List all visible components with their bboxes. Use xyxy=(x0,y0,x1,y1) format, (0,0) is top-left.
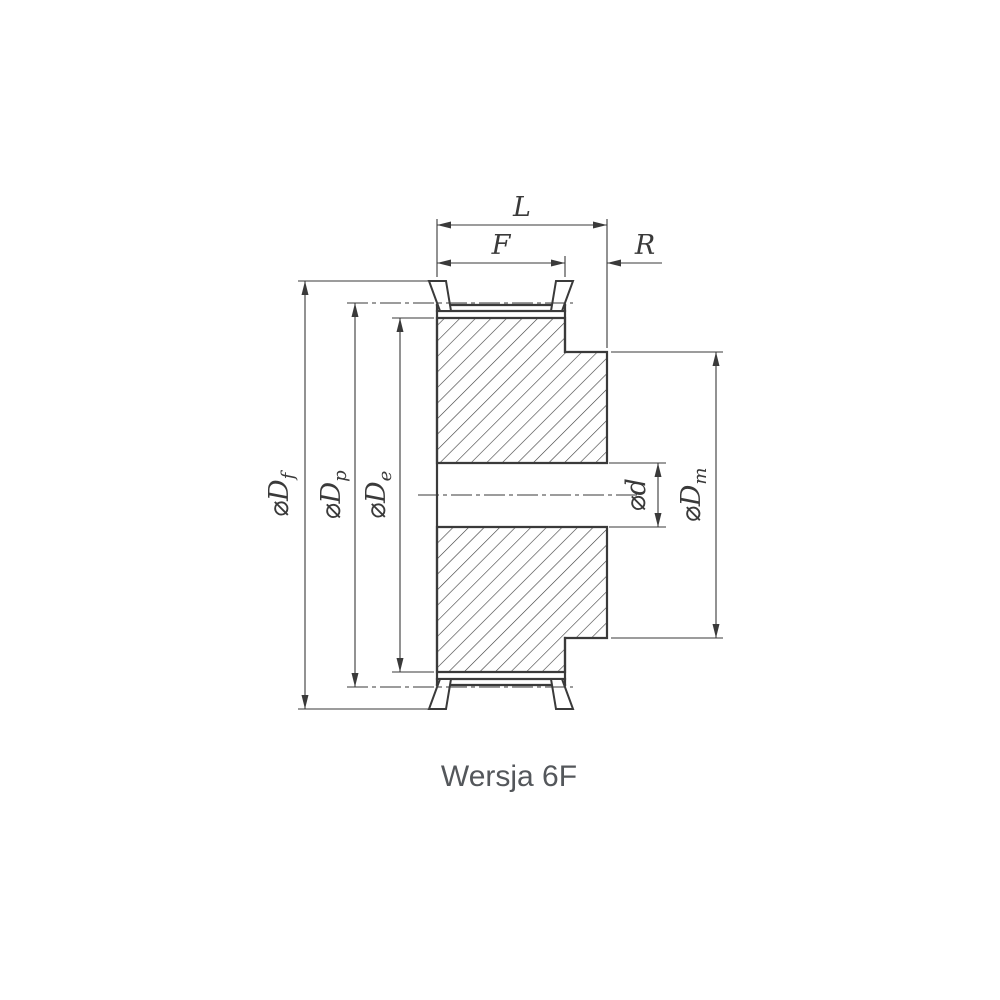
dim-label-Dp: ⌀Dp xyxy=(316,470,351,520)
flanges xyxy=(427,280,575,710)
dim-label-Dm: ⌀Dm xyxy=(676,468,711,523)
pulley-body xyxy=(435,303,609,687)
flange-tip-top-right xyxy=(549,280,575,312)
dim-label-De: ⌀De xyxy=(361,471,396,520)
caption: Wersja 6F xyxy=(441,760,577,793)
flange-tip-bottom-left xyxy=(427,678,453,710)
dim-label-R: R xyxy=(634,230,655,261)
dim-label-Df: ⌀Df xyxy=(264,469,299,517)
extension-lines xyxy=(298,219,723,710)
centerlines xyxy=(347,302,640,688)
dim-label-L: L xyxy=(512,192,531,223)
flange-tip-top-left xyxy=(427,280,453,312)
dim-label-F: F xyxy=(491,230,512,261)
section-upper xyxy=(435,316,609,465)
dimension-labels: L F R ⌀Df ⌀Dp ⌀De ⌀d ⌀Dm xyxy=(264,192,711,522)
section-lower xyxy=(435,525,609,674)
dimension-lines xyxy=(301,221,720,709)
flange-tip-bottom-right xyxy=(549,678,575,710)
dim-label-d: ⌀d xyxy=(621,478,652,512)
